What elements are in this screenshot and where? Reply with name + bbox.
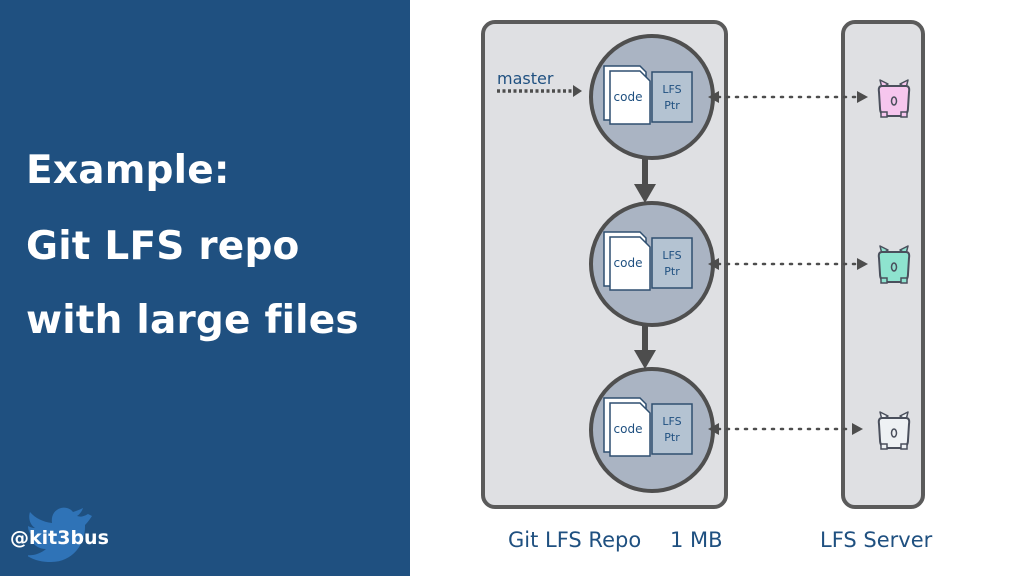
pointer-label-ptr: Ptr [664, 265, 680, 278]
lfs-link-3 [708, 423, 863, 435]
commit-node: code LFS Ptr [589, 34, 715, 160]
lfs-link-2 [708, 258, 868, 270]
pig-storage-icon [877, 411, 911, 450]
slide-title-line-2: Git LFS repo [26, 224, 300, 269]
server-caption: LFS Server [820, 528, 933, 552]
pig-storage-icon [877, 245, 911, 284]
commit-node: code LFS Ptr [589, 367, 715, 493]
slide-title-line-3: with large files [26, 298, 359, 343]
twitter-bird-icon [28, 507, 92, 562]
pointer-label-lfs: LFS [662, 415, 681, 428]
pointer-label-lfs: LFS [662, 249, 681, 262]
left-panel: Example: Git LFS repo with large files @… [0, 0, 410, 576]
code-label: code [614, 90, 643, 104]
branch-pointer-arrowhead [573, 85, 582, 97]
lfs-pointer-file [651, 403, 693, 455]
parent-arrow-2 [634, 323, 656, 369]
pointer-label-ptr: Ptr [664, 99, 680, 112]
pointer-label-lfs: LFS [662, 83, 681, 96]
repo-caption: Git LFS Repo [508, 528, 642, 552]
lfs-pointer-file [651, 71, 693, 123]
pig-storage-icon [877, 79, 911, 118]
pointer-label-ptr: Ptr [664, 431, 680, 444]
code-label: code [614, 422, 643, 436]
slide-title-line-1: Example: [26, 148, 230, 193]
file-icon [609, 402, 651, 457]
commit-node: code LFS Ptr [589, 201, 715, 327]
parent-arrow-1 [634, 158, 656, 203]
twitter-handle: @kit3bus [10, 527, 109, 549]
file-icon [609, 236, 651, 291]
lfs-link-1 [708, 91, 868, 103]
repo-size: 1 MB [670, 528, 723, 552]
lfs-pointer-file [651, 237, 693, 289]
branch-label: master [497, 69, 554, 88]
code-label: code [614, 256, 643, 270]
file-icon [609, 70, 651, 125]
